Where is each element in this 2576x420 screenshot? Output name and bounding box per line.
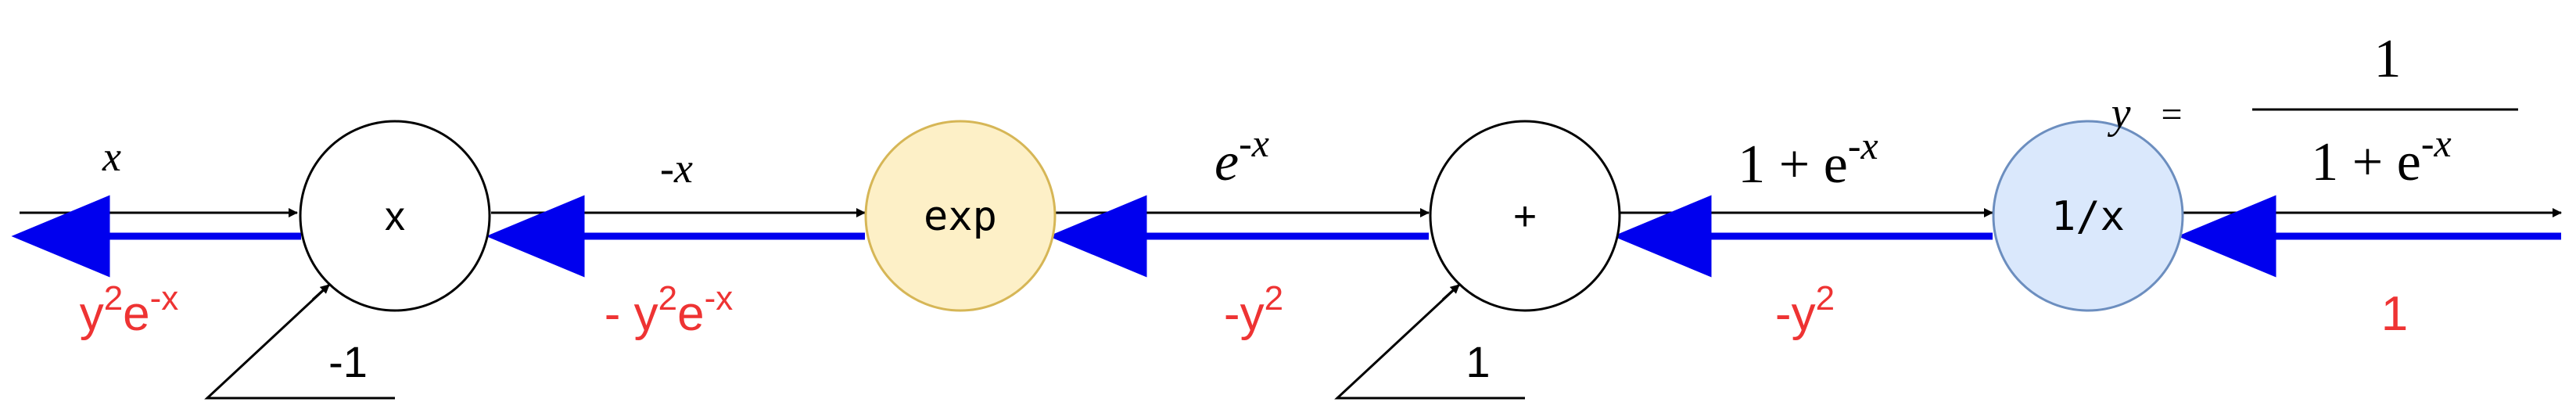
node-multiply: x — [299, 120, 491, 312]
gradient-label-sum: -y2 — [1775, 279, 1835, 341]
forward-label-neg: -x — [660, 145, 693, 192]
output-formula: y = 1 1 + e-x — [2108, 29, 2518, 192]
gradient-label-input: y2e-x — [80, 279, 179, 341]
gradient-label-neg: - y2e-x — [605, 279, 734, 341]
constant-input-arrow-add — [1441, 283, 1461, 301]
node-exp-label: exp — [924, 193, 997, 240]
constant-input-arrow-mul — [311, 283, 331, 301]
forward-label-input: x — [102, 133, 121, 180]
constant-input-line-add — [1334, 284, 1525, 400]
forward-label-sum: 1 + e-x — [1738, 124, 1878, 195]
output-formula-denominator: 1 + e-x — [2311, 121, 2451, 192]
node-add-label: + — [1513, 194, 1537, 239]
output-formula-numerator: 1 — [2374, 29, 2402, 89]
gradient-label-output: 1 — [2381, 287, 2408, 341]
constant-mul-value: -1 — [328, 337, 368, 386]
output-formula-equals: = — [2161, 94, 2182, 135]
node-reciprocal: 1/x — [1992, 120, 2184, 312]
node-add: + — [1429, 120, 1621, 312]
constant-input-line-mul — [204, 284, 395, 400]
forward-label-exp: e-x — [1214, 121, 1269, 192]
node-reciprocal-label: 1/x — [2051, 193, 2125, 240]
node-multiply-label: x — [385, 194, 405, 239]
constant-add-value: 1 — [1466, 337, 1490, 386]
gradient-label-exp: -y2 — [1224, 279, 1283, 341]
output-formula-y: y — [2108, 89, 2131, 138]
node-exp: exp — [864, 120, 1057, 312]
